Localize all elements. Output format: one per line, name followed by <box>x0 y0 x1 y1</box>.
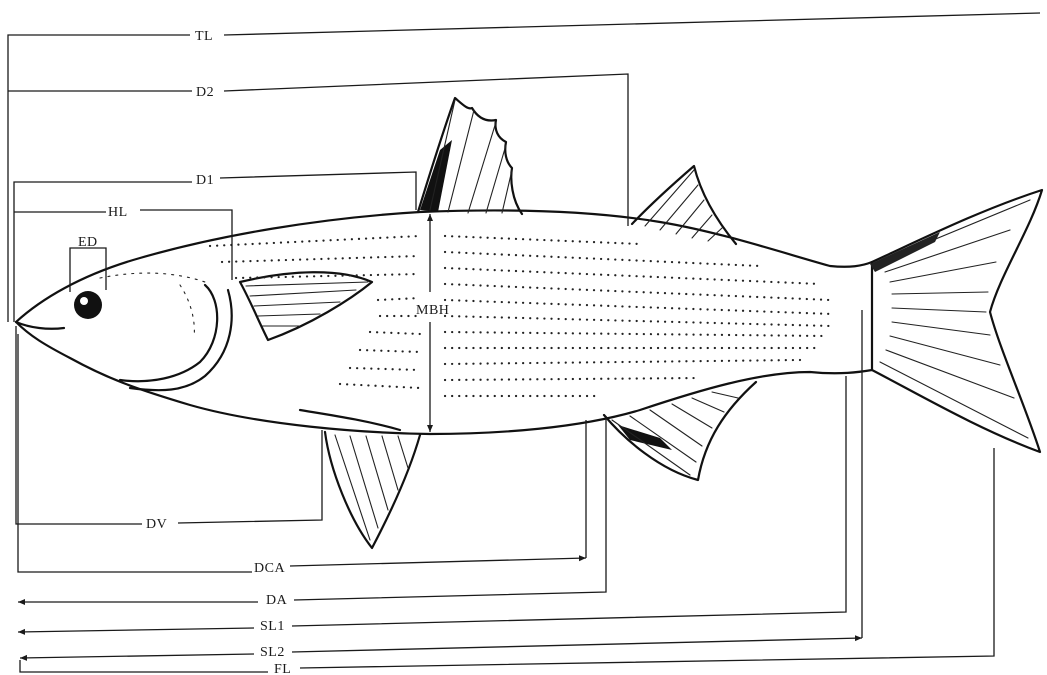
label-sl2: SL2 <box>260 645 285 660</box>
dv-line <box>16 326 142 524</box>
scale-dots-front <box>210 236 420 388</box>
label-d1: D1 <box>196 173 214 188</box>
label-tl: TL <box>195 29 213 44</box>
label-dca: DCA <box>254 561 285 576</box>
tl-line <box>8 35 190 322</box>
label-dv: DV <box>146 517 167 532</box>
caudal-fin <box>872 190 1042 452</box>
scale-dots-rear <box>445 236 832 396</box>
label-mbh: MBH <box>416 303 449 318</box>
label-sl1: SL1 <box>260 619 285 634</box>
sl2-line <box>20 654 254 658</box>
measurement-labels: TL D2 D1 HL ED MBH DV DCA DA SL1 SL2 FL <box>78 29 449 675</box>
label-ed: ED <box>78 235 98 250</box>
measurement-lines <box>8 13 1040 672</box>
fl-line <box>20 660 268 672</box>
eye <box>74 291 102 319</box>
fish-body-outline <box>16 210 872 434</box>
label-fl: FL <box>274 662 291 675</box>
label-hl: HL <box>108 205 128 220</box>
label-d2: D2 <box>196 85 214 100</box>
sl1-line <box>18 628 254 632</box>
ed-line <box>70 248 106 292</box>
fish-illustration <box>16 98 1042 548</box>
gill-cover <box>120 285 217 381</box>
second-dorsal-fin <box>632 166 736 244</box>
dca-line <box>18 334 252 572</box>
label-da: DA <box>266 593 288 608</box>
